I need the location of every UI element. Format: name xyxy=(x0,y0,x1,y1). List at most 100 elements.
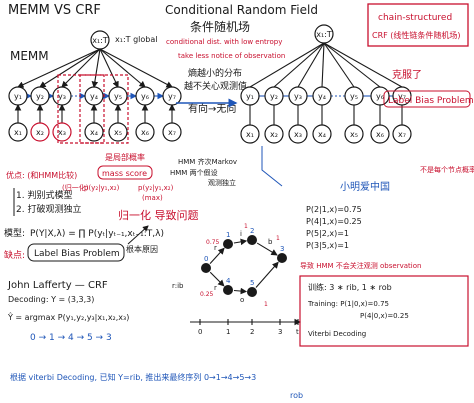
note-entropy-cn: 熵越小的分布 xyxy=(188,67,242,79)
memm-formula-a: p(y₂|y₁,x₂) xyxy=(84,184,120,192)
lattice-state-0: 0 xyxy=(201,255,211,273)
crf-x-node-4-label: x₄ xyxy=(318,130,326,139)
lattice-tick-label-3: 3 xyxy=(278,328,282,336)
crf-label-bias: Label Bias Problem xyxy=(388,96,474,106)
lafferty-path: 0 → 1 → 4 → 5 → 3 xyxy=(30,333,112,343)
crf-y-node-2: y₂ xyxy=(264,86,284,106)
crf-top-edge-6 xyxy=(323,42,381,88)
memm-note-a: (归一化) xyxy=(62,183,89,192)
lattice-char-1: r xyxy=(214,284,217,292)
crf-x-node-1-label: x₁ xyxy=(246,130,254,139)
memm-top-edge-5 xyxy=(99,48,119,88)
bottom-note: 根据 viterbi Decoding, 已知 Y=rib, 推出来最终序列 0… xyxy=(10,372,256,382)
crf-x-node-4: x₄ xyxy=(312,124,332,144)
prob-3: P(5|2,x)=1 xyxy=(306,229,349,238)
hmm-bracket xyxy=(261,146,283,187)
memm-y-node-4-label: y₄ xyxy=(90,92,98,101)
memm-top-node-label: x₁:T xyxy=(92,36,108,45)
root-cause: 根本原因 xyxy=(126,244,158,254)
memm-x-node-4-label: x₄ xyxy=(90,128,98,137)
memm-x-node-7-label: x₇ xyxy=(168,128,176,137)
crf-top-edge-2 xyxy=(273,42,325,88)
lattice-state-label-5: 5 xyxy=(250,279,254,287)
crf-y-node-1: y₁ xyxy=(240,86,260,106)
crf-y-node-3: y₃ xyxy=(288,86,308,106)
crf-y-node-3-label: y₃ xyxy=(294,92,302,101)
crf-x-node-7: x₇ xyxy=(392,124,412,144)
lafferty-decoding: Decoding: Y = (3,3,3) xyxy=(8,295,94,304)
lattice-prob-1: 0.25 xyxy=(200,291,214,298)
crf-x-node-3-label: x₃ xyxy=(294,130,302,139)
memm-formula-b: p(y₂|y₁,x₂) xyxy=(138,184,174,192)
trained-2: P(4|0,x)=0.25 xyxy=(360,312,409,320)
lafferty-author: John Lafferty — CRF xyxy=(7,280,108,291)
memm-label: MEMM xyxy=(10,49,49,63)
crf-y-node-4-label: y₄ xyxy=(318,92,326,101)
lattice-char-4: o xyxy=(240,296,244,304)
lattice-edge-0-1 xyxy=(209,247,225,264)
crf-x-node-2-label: x₂ xyxy=(270,130,278,139)
prob-2: P(4|1,x)=0.25 xyxy=(306,217,362,226)
lattice-char-0: r xyxy=(214,244,217,252)
memm-x-node-3: x₃ xyxy=(52,122,72,142)
memm-x-node-4: x₄ xyxy=(84,122,104,142)
crf-y-node-5: y₅ xyxy=(344,86,364,106)
lattice-prob-4: 1 xyxy=(264,301,268,308)
crf-x-node-1: x₁ xyxy=(240,124,260,144)
lattice-state-2: 2 xyxy=(247,227,257,245)
memm-y-node-5: y₅ xyxy=(108,86,128,106)
memm-top-edge-6 xyxy=(99,48,146,88)
crf-x-node-6: x₆ xyxy=(370,124,390,144)
root-arrow xyxy=(127,225,149,245)
memm-x-node-2-label: x₂ xyxy=(36,128,44,137)
title-right: Conditional Random Field xyxy=(165,3,318,17)
memm-x-node-2: x₂ xyxy=(30,122,50,142)
memm-y-node-3: y₃ xyxy=(52,86,72,106)
model-formula: P(Y|X,λ) = ∏ P(yₜ|yₜ₋₁,xₜ₋₁:T,λ) xyxy=(30,229,164,239)
crf-top-edge-3 xyxy=(297,42,325,88)
lattice-edge-4-5 xyxy=(233,287,248,295)
note-observation-cn: 越不关心观测值 xyxy=(184,80,247,92)
memm-x-node-5-label: x₅ xyxy=(114,128,122,137)
prob-1: P(2|1,x)=0.75 xyxy=(306,205,362,214)
memm-y-node-7-label: y₇ xyxy=(168,92,176,101)
memm-y-node-6: y₆ xyxy=(135,86,155,106)
memm-x-node-6: x₆ xyxy=(135,122,155,142)
lattice-tick-label-2: 2 xyxy=(250,328,254,336)
note-less-notice: take less notice of observation xyxy=(178,52,285,60)
memm-y-node-6-label: y₆ xyxy=(141,92,149,101)
crf-top-node-label: x₁:T xyxy=(316,30,332,39)
lafferty-argmax: Ŷ = argmax P(y₁,y₂,y₃|x₁,x₂,x₃) xyxy=(7,311,129,322)
crf-x-node-2: x₂ xyxy=(264,124,284,144)
crf-box xyxy=(367,3,469,47)
memm-x-node-7: x₇ xyxy=(162,122,182,142)
lattice-edge-0-4 xyxy=(209,271,225,287)
crf-y-node-1-label: y₁ xyxy=(246,92,254,101)
memm-top-edge-4 xyxy=(91,48,101,89)
advantage-heading: 优点: (和HMM比较) xyxy=(6,170,77,180)
label-bias-text: Label Bias Problem xyxy=(34,249,120,259)
memm-top-edge-2 xyxy=(39,48,101,88)
crf-box-title: chain-structured xyxy=(378,13,452,23)
memm-x-node-1: x₁ xyxy=(8,122,28,142)
memm-y-node-7: y₇ xyxy=(162,86,182,106)
crf-box-sub: CRF (线性链条件随机场) xyxy=(372,30,461,40)
title-cn: 条件随机场 xyxy=(190,19,250,34)
mass-score-text: mass score xyxy=(102,169,147,178)
lattice-state-label-1: 1 xyxy=(226,231,230,239)
crf-y-node-4: y₄ xyxy=(312,86,332,106)
memm-x-node-3-label: x₃ xyxy=(58,128,66,137)
advantage-point-2: 2. 打破观测独立 xyxy=(16,203,81,215)
lattice-tick-label-0: 0 xyxy=(198,328,202,336)
lattice-state-3: 3 xyxy=(277,245,287,263)
title-left: MEMM VS CRF xyxy=(8,3,101,18)
lattice-prob-0: 0.75 xyxy=(206,239,220,246)
crf-top-edge-5 xyxy=(323,42,355,88)
memm-y-node-4: y₄ xyxy=(84,86,104,106)
memm-local-prob: 是局部概率 xyxy=(105,152,145,162)
crf-top-edge-1 xyxy=(249,42,325,88)
crf-x-node-3: x₃ xyxy=(288,124,308,144)
memm-y-node-5-label: y₅ xyxy=(114,92,122,101)
lattice-prob-3: 1 xyxy=(276,235,280,242)
